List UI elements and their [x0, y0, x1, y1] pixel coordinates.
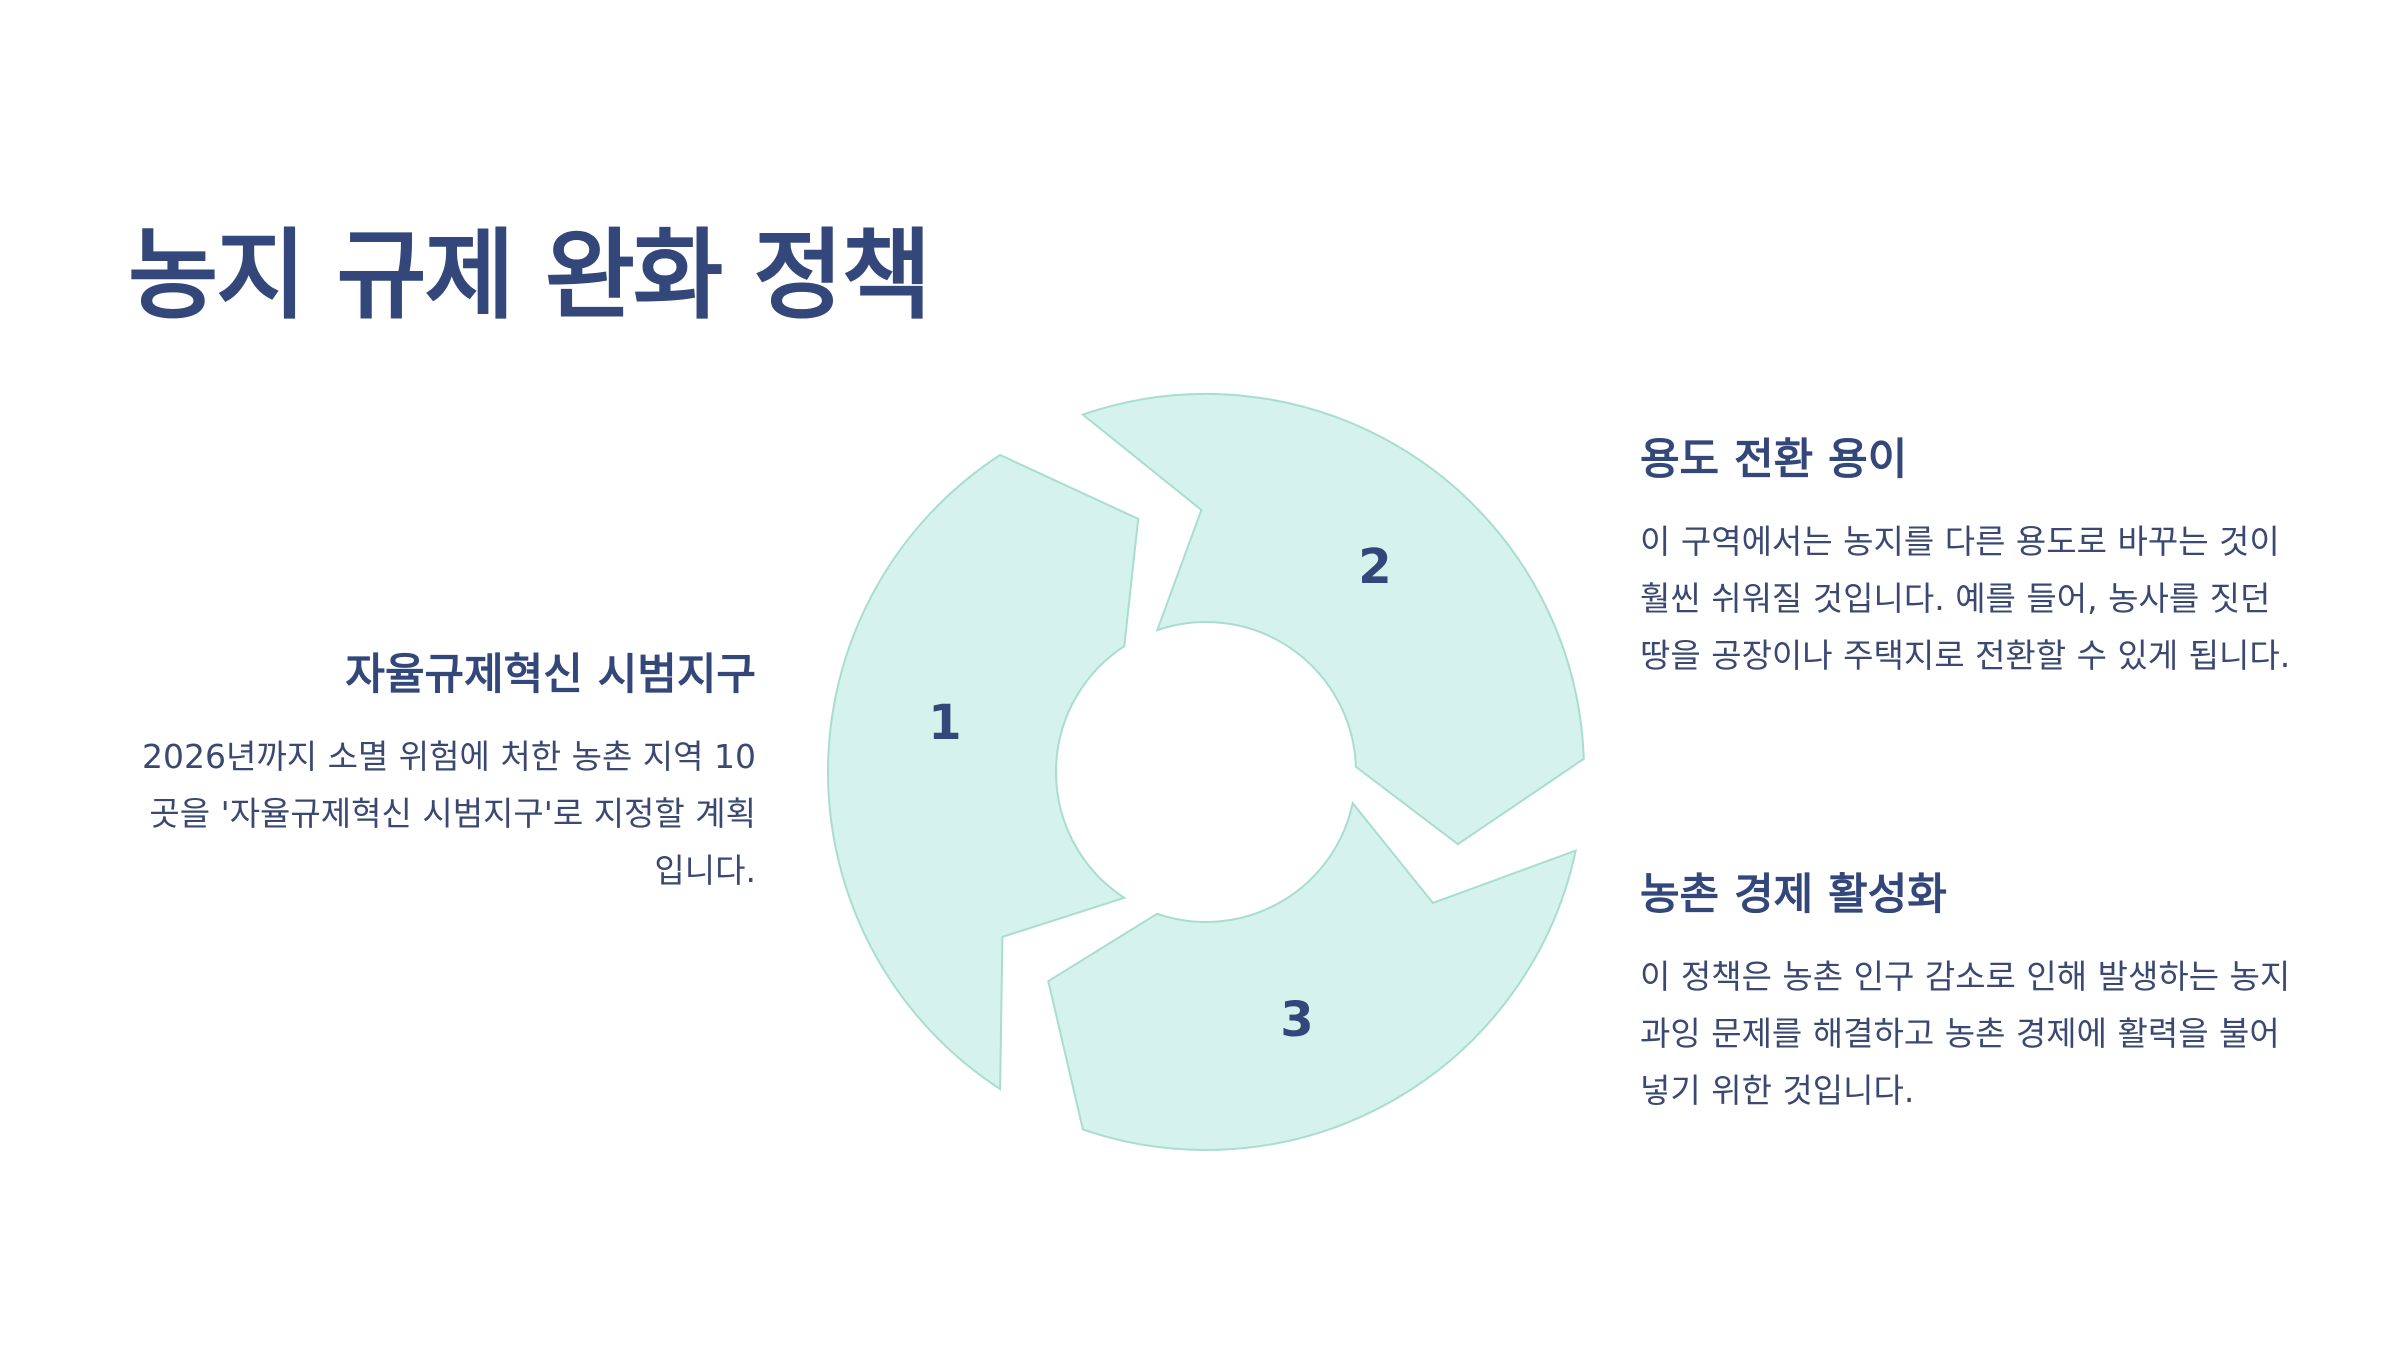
step-number-3: 3	[1280, 992, 1313, 1048]
cycle-segment-1	[827, 453, 1140, 1091]
step-2-heading: 용도 전환 용이	[1640, 435, 1908, 485]
page-title: 농지 규제 완화 정책	[128, 219, 932, 333]
step-1-description: 자율규제혁신 시범지구 2026년까지 소멸 위험에 처한 농촌 지역 10곳을…	[120, 640, 756, 899]
step-number-1: 1	[928, 695, 961, 751]
step-2-description: 용도 전환 용이 이 구역에서는 농지를 다른 용도로 바꾸는 것이 훨씬 쉬워…	[1640, 425, 2300, 684]
step-3-description: 농촌 경제 활성화 이 정책은 농촌 인구 감소로 인해 발생하는 농지 과잉 …	[1640, 860, 2300, 1119]
cycle-segment-2	[1080, 392, 1585, 846]
step-number-2: 2	[1358, 539, 1391, 595]
step-1-heading: 자율규제혁신 시범지구	[345, 650, 756, 700]
cycle-segment-3	[1047, 800, 1578, 1151]
step-2-text: 이 구역에서는 농지를 다른 용도로 바꾸는 것이 훨씬 쉬워질 것입니다. 예…	[1640, 522, 2291, 675]
step-1-text: 2026년까지 소멸 위험에 처한 농촌 지역 10곳을 '자율규제혁신 시범지…	[142, 737, 756, 890]
step-3-text: 이 정책은 농촌 인구 감소로 인해 발생하는 농지 과잉 문제를 해결하고 농…	[1640, 957, 2291, 1110]
step-3-heading: 농촌 경제 활성화	[1640, 870, 1947, 920]
